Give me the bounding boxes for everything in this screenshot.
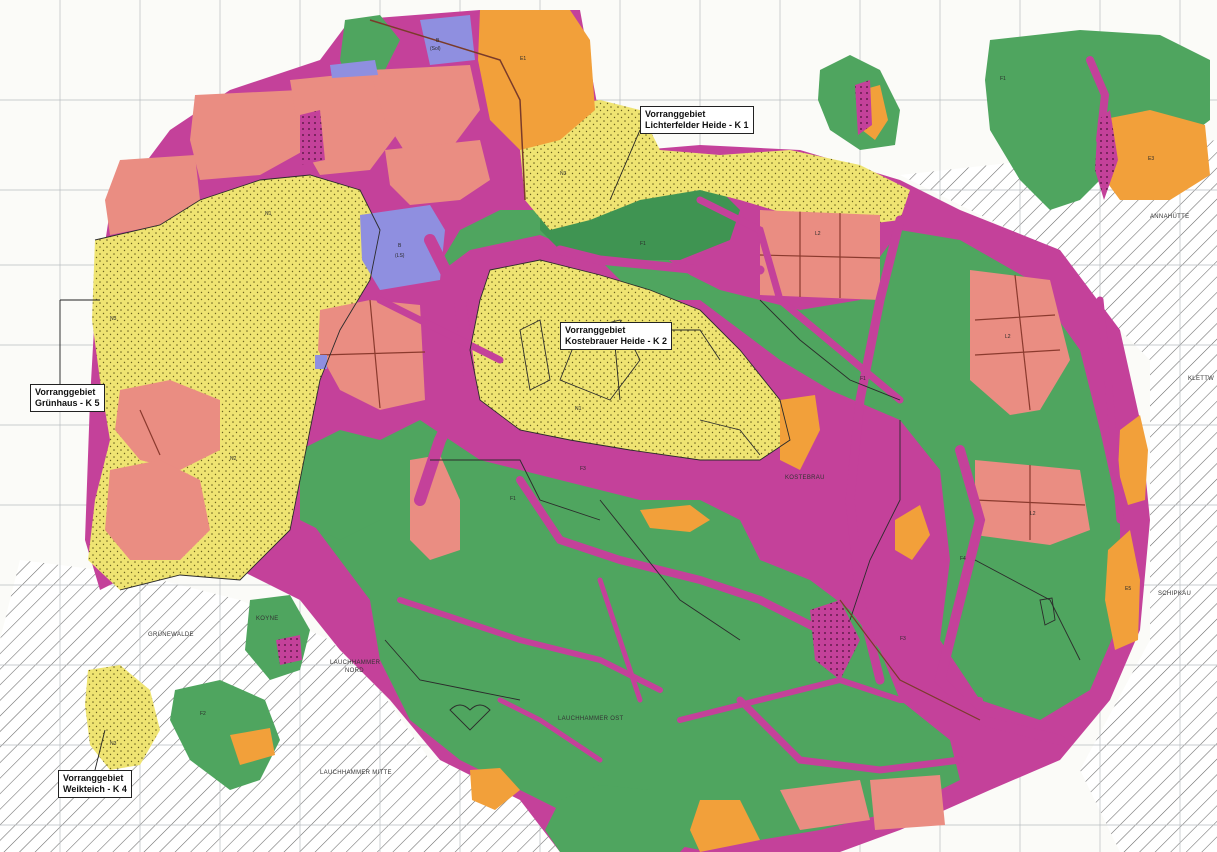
callout-kostebrauer-heide: Vorranggebiet Kostebrauer Heide - K 2 — [560, 322, 673, 350]
callout-weikteich: Vorranggebiet Weikteich - K 4 — [58, 770, 132, 798]
place-koyne: KOYNE — [256, 616, 279, 622]
zone-code: N3 — [110, 741, 117, 747]
zone-code: E3 — [1148, 156, 1154, 162]
zone-code: B — [436, 38, 440, 44]
callout-name: Lichterfelder Heide - K 1 — [645, 120, 749, 130]
ecological-corridors — [376, 56, 1124, 774]
water-bodies — [315, 15, 475, 369]
zone-code: F2 — [200, 711, 206, 717]
zone-code-labels: B (Sol) B (LS) L2 L2 L2 N1 N1 N2 N3 N3 N… — [110, 38, 1154, 747]
place-lauchhammer-ost: LAUCHHAMMER OST — [558, 716, 624, 722]
zone-code: E1 — [520, 56, 526, 62]
field-boundaries — [139, 212, 1086, 540]
zone-code: N2 — [230, 456, 237, 462]
callout-leaders — [59, 129, 641, 771]
place-gruenewalde: GRÜNEWALDE — [148, 632, 194, 638]
zone-code: F3 — [900, 636, 906, 642]
railway-line — [369, 19, 526, 201]
zone-code: B — [398, 243, 402, 249]
zone-code: N1 — [575, 406, 582, 412]
callout-name: Grünhaus - K 5 — [35, 398, 100, 408]
orange-zones — [230, 10, 1210, 852]
callout-gruenhaus: Vorranggebiet Grünhaus - K 5 — [30, 384, 105, 412]
callout-title: Vorranggebiet — [565, 325, 626, 335]
place-lauchhammer-mitte: LAUCHHAMMER MITTE — [320, 770, 392, 776]
zone-code: F4 — [960, 556, 966, 562]
zone-boundaries — [94, 174, 1081, 731]
zone-code: L2 — [1030, 511, 1036, 517]
zone-code: (Sol) — [430, 46, 441, 52]
callout-title: Vorranggebiet — [645, 109, 706, 119]
zone-code: N3 — [560, 171, 567, 177]
zone-code: F1 — [860, 376, 866, 382]
zone-code: L2 — [1005, 334, 1011, 340]
forest-areas — [170, 15, 1210, 852]
place-lauchhammer-nord: LAUCHHAMMER — [330, 660, 381, 666]
zone-code: F1 — [640, 241, 646, 247]
zone-code: F1 — [1000, 76, 1006, 82]
zone-code: N1 — [265, 211, 272, 217]
zone-code: L2 — [815, 231, 821, 237]
zone-code: F3 — [580, 466, 586, 472]
place-kostebrau: KOSTEBRAU — [785, 475, 825, 481]
zone-code: E5 — [1125, 586, 1131, 592]
zone-code: (LS) — [395, 253, 405, 259]
place-annahuette: ANNAHÜTTE — [1150, 214, 1190, 220]
corridor-dotted-patches — [276, 80, 1118, 680]
zone-code: F1 — [510, 496, 516, 502]
agriculture-areas — [105, 65, 1090, 830]
place-klettwitz: KLETTW — [1188, 376, 1215, 382]
place-schipkau: SCHIPKAU — [1158, 591, 1192, 597]
road-line — [839, 599, 981, 721]
callout-name: Weikteich - K 4 — [63, 784, 127, 794]
callout-name: Kostebrauer Heide - K 2 — [565, 336, 668, 346]
callout-title: Vorranggebiet — [35, 387, 96, 397]
place-lauchhammer-nord-sub: NORD — [345, 668, 364, 674]
callout-lichterfelder-heide: Vorranggebiet Lichterfelder Heide - K 1 — [640, 106, 754, 134]
zone-code: N3 — [110, 316, 117, 322]
callout-title: Vorranggebiet — [63, 773, 124, 783]
